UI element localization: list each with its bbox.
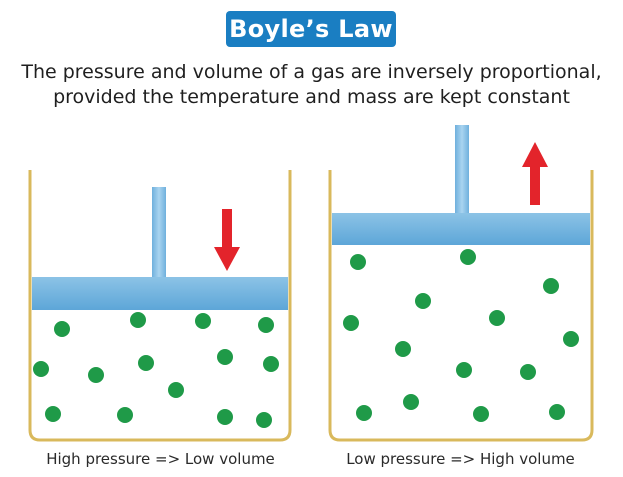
arrow-down-icon	[214, 209, 240, 271]
gas-particle	[256, 412, 272, 428]
right-cylinder	[328, 125, 594, 442]
gas-particle	[195, 313, 211, 329]
gas-particle	[263, 356, 279, 372]
caption-low-pressure: Low pressure => High volume	[346, 450, 575, 468]
gas-particle	[543, 278, 559, 294]
gas-particle	[258, 317, 274, 333]
title-badge: Boyle’s Law	[226, 11, 396, 47]
left-piston-rod	[152, 187, 166, 279]
gas-particle	[117, 407, 133, 423]
diagram-title: Boyle’s Law	[229, 15, 393, 43]
gas-particle	[460, 249, 476, 265]
gas-particle	[217, 349, 233, 365]
right-piston-rod	[455, 125, 469, 215]
gas-particle	[217, 409, 233, 425]
gas-particle	[563, 331, 579, 347]
gas-particle	[343, 315, 359, 331]
caption-high-pressure: High pressure => Low volume	[46, 450, 275, 468]
gas-particle	[33, 361, 49, 377]
arrow-up-icon	[522, 142, 548, 205]
gas-particle	[549, 404, 565, 420]
left-cylinder	[28, 170, 292, 442]
gas-particle	[356, 405, 372, 421]
law-description-line-1: The pressure and volume of a gas are inv…	[21, 61, 602, 83]
gas-particle	[456, 362, 472, 378]
left-container-outline	[28, 170, 292, 442]
right-container-outline	[328, 170, 594, 442]
gas-particle	[415, 293, 431, 309]
right-gas-particles	[343, 249, 579, 422]
gas-particle	[130, 312, 146, 328]
gas-particle	[138, 355, 154, 371]
gas-particle	[88, 367, 104, 383]
gas-particle	[489, 310, 505, 326]
gas-particle	[350, 254, 366, 270]
gas-particle	[45, 406, 61, 422]
left-piston-plate	[32, 277, 288, 310]
gas-particle	[473, 406, 489, 422]
right-piston-plate	[332, 213, 590, 245]
law-description-line-2: provided the temperature and mass are ke…	[53, 86, 570, 108]
left-gas-particles	[33, 312, 279, 428]
gas-particle	[54, 321, 70, 337]
gas-particle	[403, 394, 419, 410]
gas-particle	[168, 382, 184, 398]
gas-particle	[395, 341, 411, 357]
gas-particle	[520, 364, 536, 380]
